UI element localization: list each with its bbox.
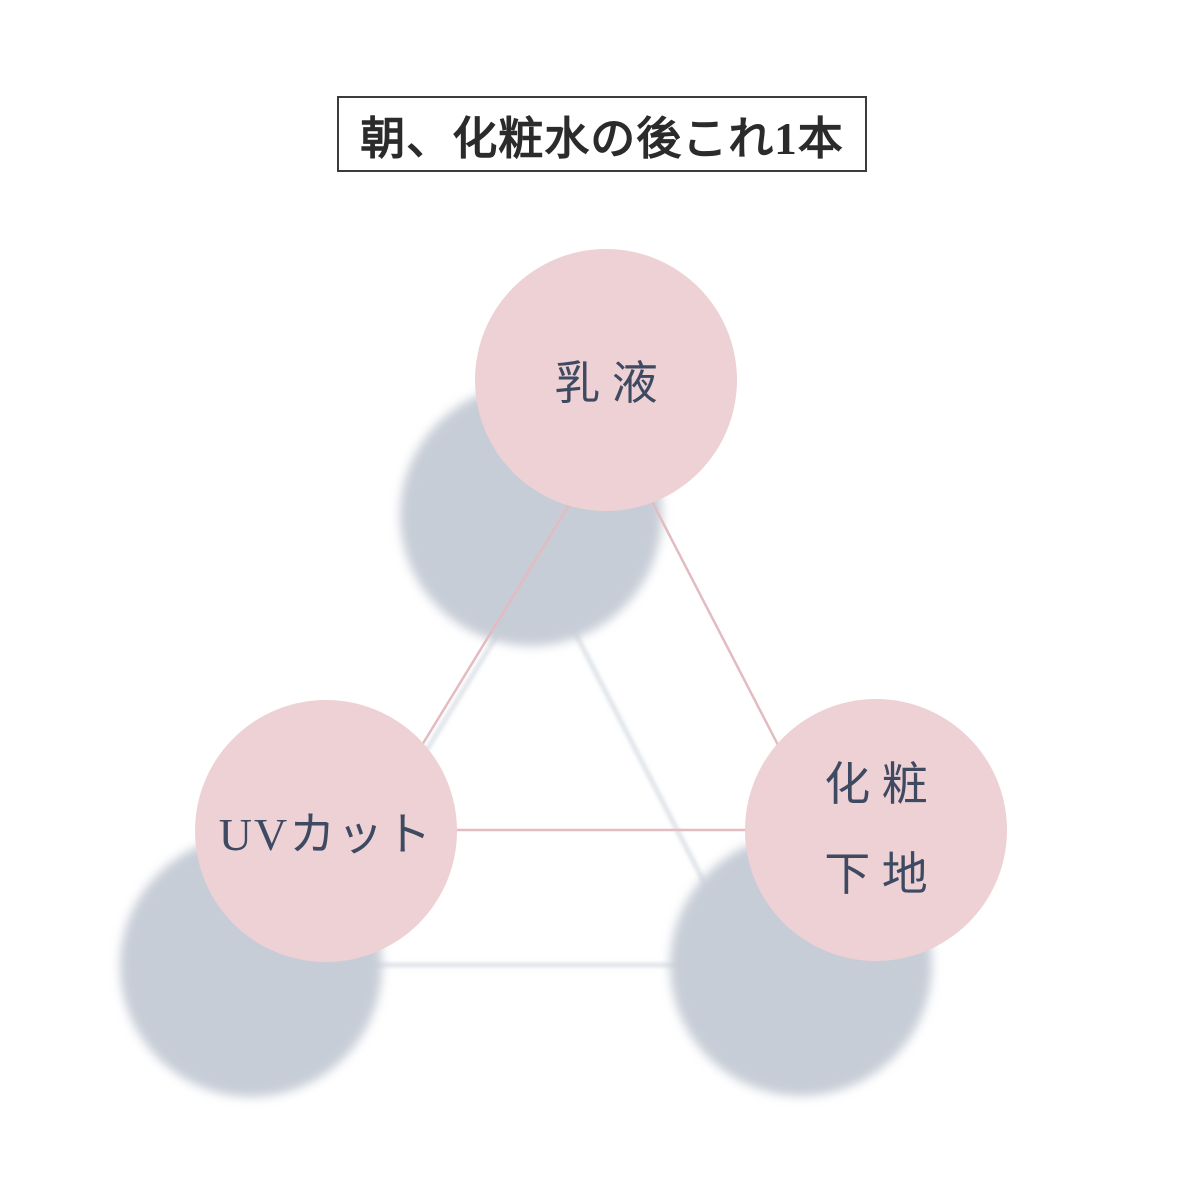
node-label-emulsion: 乳 液	[554, 358, 658, 409]
node-label-makeup-base-line2: 下 地	[824, 849, 928, 900]
node-label-makeup-base-line1: 化 粧	[824, 759, 928, 811]
title-box: 朝、化粧水の後これ1本	[337, 96, 867, 172]
node-circle-makeup-base: 化 粧 下 地	[745, 699, 1007, 961]
title-text: 朝、化粧水の後これ1本	[360, 113, 844, 164]
node-circle-uv-cut: UVカット	[195, 700, 457, 962]
node-label-uv-cut: UVカット	[218, 809, 434, 860]
node-circle-emulsion: 乳 液	[475, 249, 737, 511]
